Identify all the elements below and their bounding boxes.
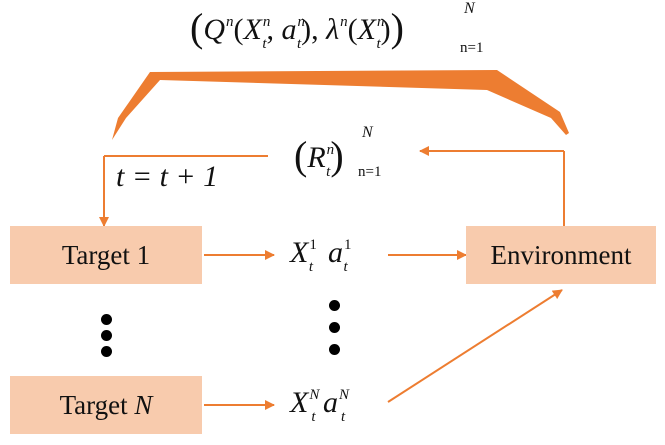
reward-label-lower-index: n=1 [358, 164, 382, 180]
ellipsis-dot-mid-3 [329, 344, 340, 355]
top-label-lower-index: n=1 [460, 40, 484, 56]
environment-box: Environment [466, 226, 656, 284]
reward-label-upper-index: N [362, 124, 373, 141]
target-1-label: Target 1 [61, 239, 151, 270]
target-n-label: Target N [59, 389, 153, 420]
target-1-box: Target 1 [10, 226, 202, 284]
state-action-1: X1t a1t [290, 236, 352, 275]
stateN-to-env-arrow [387, 289, 563, 403]
ellipsis-dot-mid-2 [329, 322, 340, 333]
state-action-n: XNt aNt [290, 386, 350, 425]
top-label: (Qn(Xnt, ant), λn(Xnt)) [190, 5, 404, 52]
update-label: t = t + 1 [116, 160, 219, 193]
ellipsis-dot-left-2 [101, 330, 112, 341]
ellipsis-dot-mid-1 [329, 300, 340, 311]
reward-label: (Rnt) [294, 133, 344, 180]
feedback-thick-arrow [112, 70, 569, 140]
environment-label: Environment [490, 239, 632, 270]
top-label-upper-index: N [464, 0, 475, 17]
ellipsis-dot-left-3 [101, 346, 112, 357]
ellipsis-dot-left-1 [101, 314, 112, 325]
target-n-box: Target N [10, 376, 202, 434]
